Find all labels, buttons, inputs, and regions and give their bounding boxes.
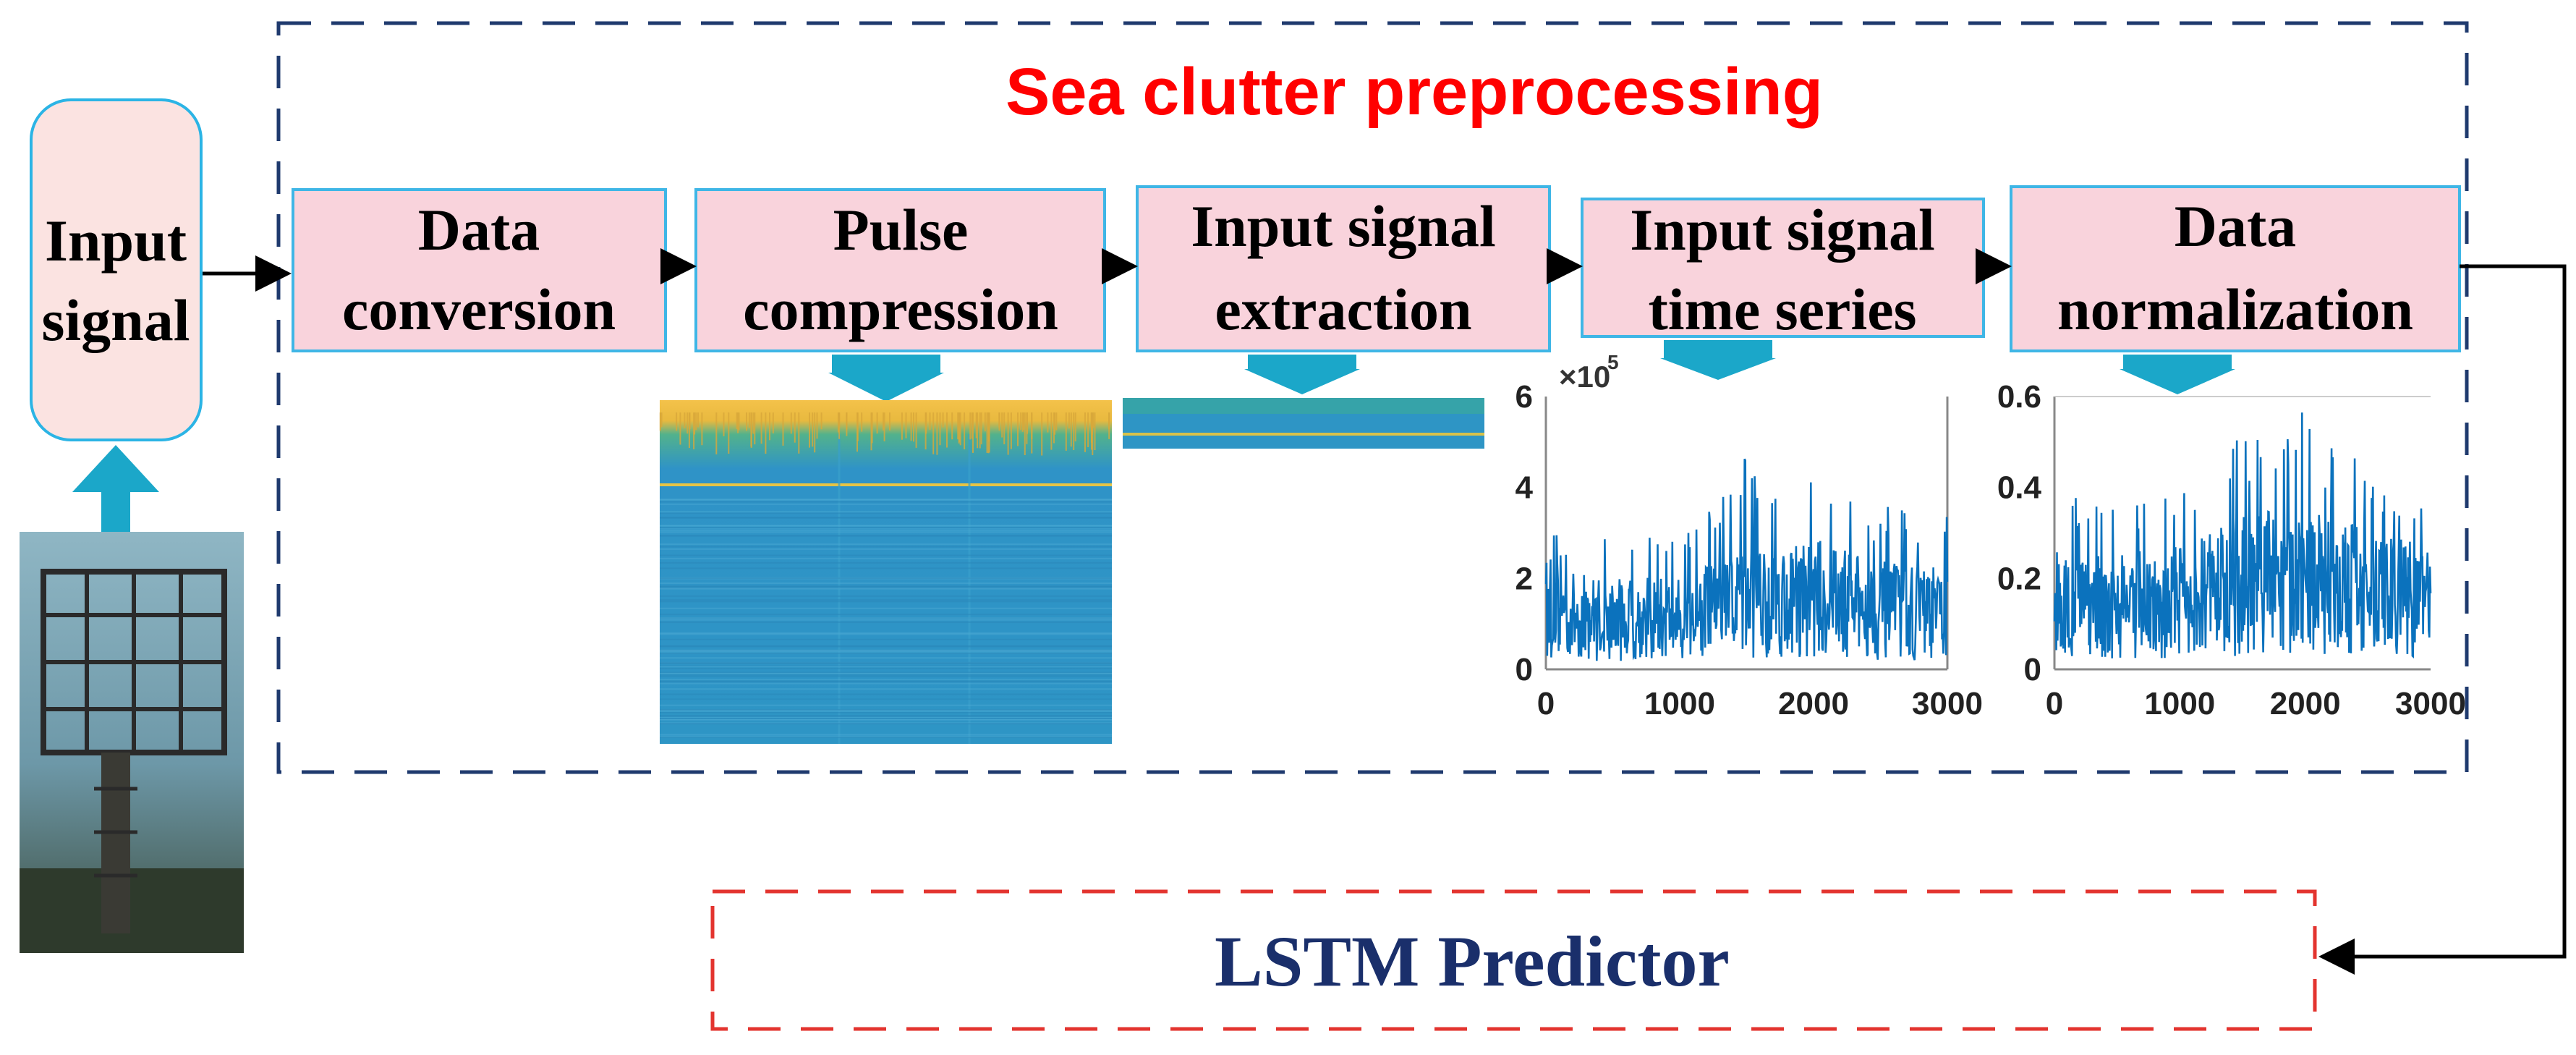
x-tick-label: 2000 <box>2270 686 2341 721</box>
input-up-arrow <box>72 445 159 532</box>
time-series-chart: ×10 5 0 2 4 6 0 1000 2000 3000 <box>1516 351 1983 721</box>
arrow-to-predictor <box>2318 264 2567 975</box>
y-tick-label: 4 <box>1516 470 1534 506</box>
x-tick-label: 3000 <box>1912 686 1983 721</box>
x-tick-label: 2000 <box>1778 686 1849 721</box>
y-tick-label: 6 <box>1516 379 1533 415</box>
down-arrow-time-series <box>1660 340 1776 380</box>
stage-4-line1: Input signal <box>1630 197 1935 263</box>
stage-input-signal-extraction: Input signal extraction <box>1136 185 1551 352</box>
stage-data-normalization: Data normalization <box>2010 185 2461 352</box>
stage-5-line2: normalization <box>2057 276 2413 342</box>
stage-1-line2: conversion <box>342 276 616 342</box>
stage-5-line1: Data <box>2175 193 2297 259</box>
down-arrow-normalization <box>2120 355 2235 394</box>
input-label-line2: signal <box>41 287 190 353</box>
y-tick-label: 0.2 <box>1997 561 2041 596</box>
y-tick-label: 0 <box>1516 652 1533 687</box>
input-signal-box <box>30 98 203 441</box>
stage-3-line1: Input signal <box>1191 193 1496 259</box>
down-arrow-extraction <box>1244 355 1360 394</box>
x-tick-label: 3000 <box>2395 686 2466 721</box>
x-tick-label: 1000 <box>2144 686 2215 721</box>
x-tick-label: 0 <box>1537 686 1555 721</box>
stage-input-signal-time-series: Input signal time series <box>1581 197 1985 342</box>
y-tick-label: 0.6 <box>1997 379 2041 415</box>
extraction-heatmap <box>1123 398 1484 449</box>
x-tick-label: 0 <box>2046 686 2063 721</box>
stage-2-line1: Pulse <box>833 197 969 263</box>
input-label-line1: Input <box>45 208 187 274</box>
lstm-predictor-box <box>710 889 2317 1031</box>
stage-3-line2: extraction <box>1215 276 1471 342</box>
diagram-title: Sea clutter preprocessing <box>1006 55 1823 129</box>
pulse-compression-heatmap <box>659 400 1112 744</box>
chart1-exponent: ×10 <box>1559 360 1610 394</box>
stage-data-conversion: Data conversion <box>292 188 667 352</box>
normalized-chart: 0 0.2 0.4 0.6 0 1000 2000 3000 <box>1997 379 2466 721</box>
chart1-exponent-power: 5 <box>1607 351 1619 373</box>
stage-4-line2: time series <box>1648 276 1916 342</box>
y-tick-label: 0.4 <box>1997 470 2042 506</box>
signal-series-line <box>1544 458 1949 661</box>
lstm-predictor-label: LSTM Predictor <box>1215 921 1730 1001</box>
y-tick-label: 0 <box>2024 652 2041 687</box>
preprocessing-frame <box>276 21 2469 774</box>
radar-photo <box>20 532 244 953</box>
down-arrow-pulse <box>828 355 944 402</box>
y-tick-label: 2 <box>1516 561 1533 596</box>
stage-pulse-compression: Pulse compression <box>694 188 1106 352</box>
stage-2-line2: compression <box>743 276 1058 342</box>
signal-series-line <box>2053 412 2432 658</box>
x-tick-label: 1000 <box>1644 686 1715 721</box>
stage-1-line1: Data <box>418 197 540 263</box>
